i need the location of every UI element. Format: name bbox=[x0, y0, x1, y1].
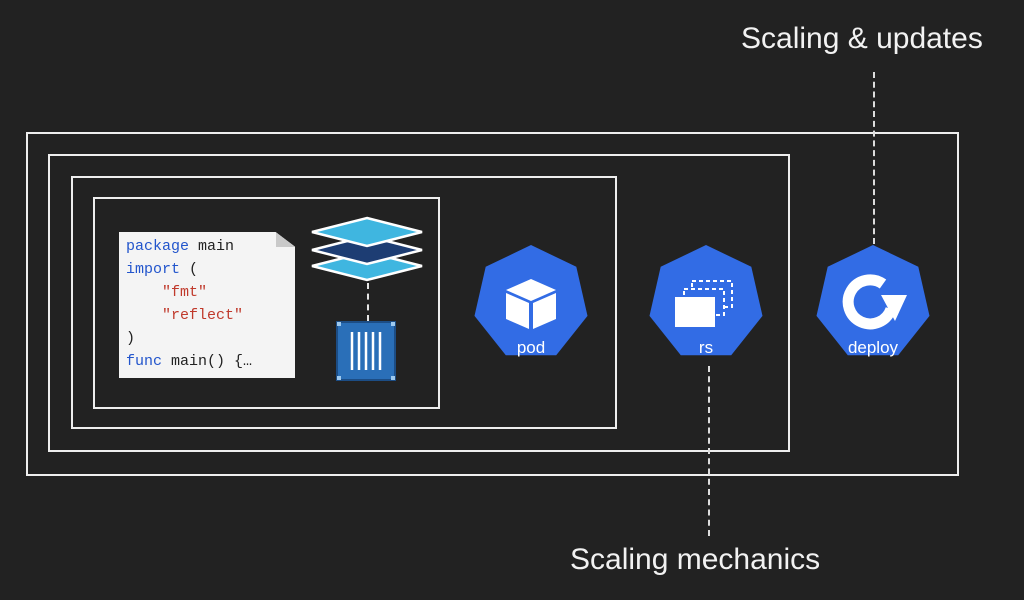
deploy-label: deploy bbox=[847, 338, 899, 357]
pod-label: pod bbox=[516, 338, 546, 357]
container-boundary bbox=[93, 197, 440, 409]
leader-line-mechanics bbox=[708, 366, 710, 536]
image-to-container-line bbox=[367, 283, 369, 321]
code-line-6: func main() {… bbox=[126, 353, 253, 370]
container-icon bbox=[336, 321, 396, 381]
caption-scaling-mechanics: Scaling mechanics bbox=[570, 543, 821, 576]
rs-label: rs bbox=[698, 338, 714, 357]
pod-heptagon-icon bbox=[474, 245, 588, 356]
cube-icon bbox=[506, 279, 556, 329]
caption-scaling-updates: Scaling & updates bbox=[741, 22, 983, 55]
image-layers-icon bbox=[311, 216, 423, 282]
replicaset-boundary bbox=[48, 154, 790, 452]
pod-boundary bbox=[71, 176, 617, 429]
code-line-4: "reflect" bbox=[162, 307, 244, 324]
code-line-2: import ( bbox=[126, 261, 199, 278]
code-line-3: "fmt" bbox=[162, 284, 208, 301]
code-line-1: package main bbox=[126, 238, 235, 255]
replicas-icon bbox=[675, 280, 733, 327]
source-code-document: package main import ( "fmt" "reflect" ) … bbox=[119, 232, 295, 378]
code-line-5: ) bbox=[126, 330, 136, 347]
rotate-icon bbox=[842, 274, 907, 330]
leader-line-updates bbox=[873, 72, 875, 244]
deploy-heptagon-icon bbox=[816, 245, 930, 356]
replicaset-heptagon-icon bbox=[649, 245, 763, 356]
deployment-boundary bbox=[26, 132, 959, 476]
